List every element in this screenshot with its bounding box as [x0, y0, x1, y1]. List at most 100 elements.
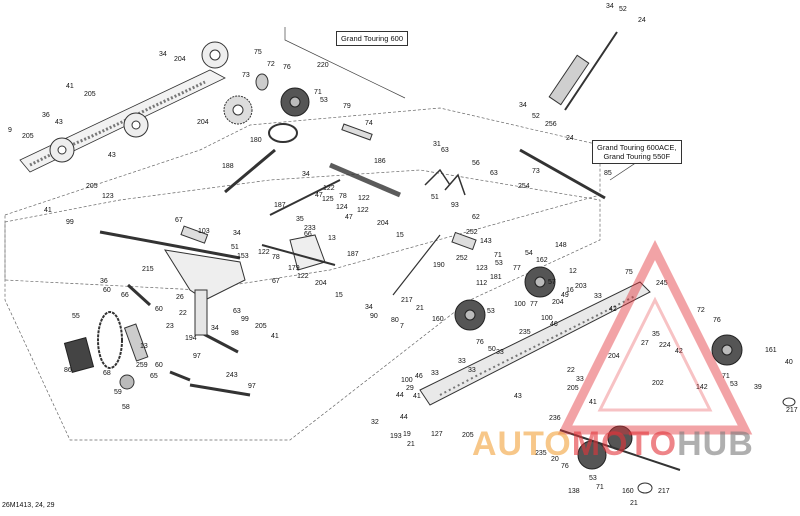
front-arm-link	[194, 289, 208, 336]
rear-wheel-142-hub	[721, 344, 733, 356]
document-reference: 26M1413, 24, 29	[2, 502, 55, 509]
part-label-7: 7	[400, 323, 404, 330]
part-label-153: 153	[237, 253, 249, 260]
part-label-252: 252	[456, 255, 468, 262]
drive-sprocket-group	[223, 73, 373, 143]
mid-wheels	[451, 231, 556, 331]
part-label-181: 181	[490, 274, 502, 281]
part-label-74: 74	[365, 120, 373, 127]
part-label-63: 63	[233, 308, 241, 315]
part-label-193: 193	[390, 433, 402, 440]
part-label-59: 59	[114, 389, 122, 396]
shock-boot-86	[63, 337, 95, 373]
rear-arm-upper	[269, 179, 341, 216]
part-label-34: 34	[211, 325, 219, 332]
part-label-40: 40	[785, 359, 793, 366]
part-label-71: 71	[722, 373, 730, 380]
part-label-205: 205	[84, 91, 96, 98]
part-label-12: 12	[569, 268, 577, 275]
part-label-9: 9	[8, 127, 12, 134]
part-label-76: 76	[476, 339, 484, 346]
watermark-part1: AUTO	[472, 425, 572, 463]
part-label-41: 41	[271, 333, 279, 340]
part-label-67: 67	[175, 217, 183, 224]
part-label-33: 33	[468, 367, 476, 374]
torsion-arm-93	[444, 173, 466, 196]
part-label-217: 217	[401, 297, 413, 304]
part-label-97: 97	[193, 353, 201, 360]
part-label-66: 66	[304, 231, 312, 238]
part-label-33: 33	[594, 293, 602, 300]
torsion-spring	[424, 168, 466, 196]
part-label-33: 33	[496, 349, 504, 356]
part-label-138: 138	[568, 488, 580, 495]
part-label-256: 256	[545, 121, 557, 128]
part-label-186: 186	[374, 158, 386, 165]
part-label-73: 73	[532, 168, 540, 175]
part-label-60: 60	[155, 362, 163, 369]
part-label-41: 41	[66, 83, 74, 90]
cap-217-right	[782, 397, 796, 407]
part-label-63: 63	[490, 170, 498, 177]
rear-axle	[559, 429, 681, 471]
part-label-190: 190	[433, 262, 445, 269]
rear-arm-lower	[261, 244, 336, 266]
part-label-53: 53	[730, 381, 738, 388]
part-label-122: 122	[358, 195, 370, 202]
part-label-21: 21	[407, 441, 415, 448]
front-shock-assembly	[63, 311, 149, 390]
part-label-56: 56	[472, 160, 480, 167]
part-label-57: 57	[548, 279, 556, 286]
part-label-26: 26	[176, 294, 184, 301]
part-label-67: 67	[272, 278, 280, 285]
part-label-204: 204	[315, 280, 327, 287]
spring-190	[392, 234, 441, 296]
part-label-55: 55	[72, 313, 80, 320]
part-label-235: 235	[519, 329, 531, 336]
rail-rivets	[439, 295, 636, 396]
part-label-13: 13	[140, 343, 148, 350]
part-label-41: 41	[413, 393, 421, 400]
part-label-180: 180	[250, 137, 262, 144]
part-label-79: 79	[343, 103, 351, 110]
part-label-68: 68	[103, 370, 111, 377]
part-label-41: 41	[44, 207, 52, 214]
part-label-21: 21	[630, 500, 638, 507]
part-label-122: 122	[297, 273, 309, 280]
part-label-86: 86	[64, 367, 72, 374]
shaft-215	[126, 283, 152, 307]
part-label-36: 36	[42, 112, 50, 119]
shock-body-front	[123, 323, 149, 362]
part-label-148: 148	[555, 242, 567, 249]
callout-grand-touring-600: Grand Touring 600	[336, 31, 408, 46]
group-outlines	[4, 107, 601, 441]
part-label-34: 34	[519, 102, 527, 109]
part-label-24: 24	[638, 17, 646, 24]
part-label-122: 122	[323, 185, 335, 192]
part-label-22: 22	[179, 310, 187, 317]
part-label-100: 100	[514, 301, 526, 308]
lower-dashed-outline	[4, 169, 601, 441]
rear-arm-assembly	[261, 179, 341, 271]
part-label-161: 161	[765, 347, 777, 354]
part-label-188: 188	[222, 163, 234, 170]
part-label-220: 220	[317, 62, 329, 69]
part-label-16: 16	[566, 287, 574, 294]
part-label-72: 72	[697, 307, 705, 314]
part-label-75: 75	[625, 269, 633, 276]
sprocket-hub	[232, 104, 244, 116]
part-label-44: 44	[396, 392, 404, 399]
part-label-58: 58	[122, 404, 130, 411]
part-label-77: 77	[530, 301, 538, 308]
part-label-66: 66	[121, 292, 129, 299]
part-label-77: 77	[513, 265, 521, 272]
part-label-51: 51	[231, 244, 239, 251]
part-label-42: 42	[609, 306, 617, 313]
part-label-19: 19	[403, 431, 411, 438]
part-label-27: 27	[641, 340, 649, 347]
part-label-76: 76	[713, 317, 721, 324]
cylinder-252	[451, 231, 477, 251]
part-label-233: 233	[304, 225, 316, 232]
